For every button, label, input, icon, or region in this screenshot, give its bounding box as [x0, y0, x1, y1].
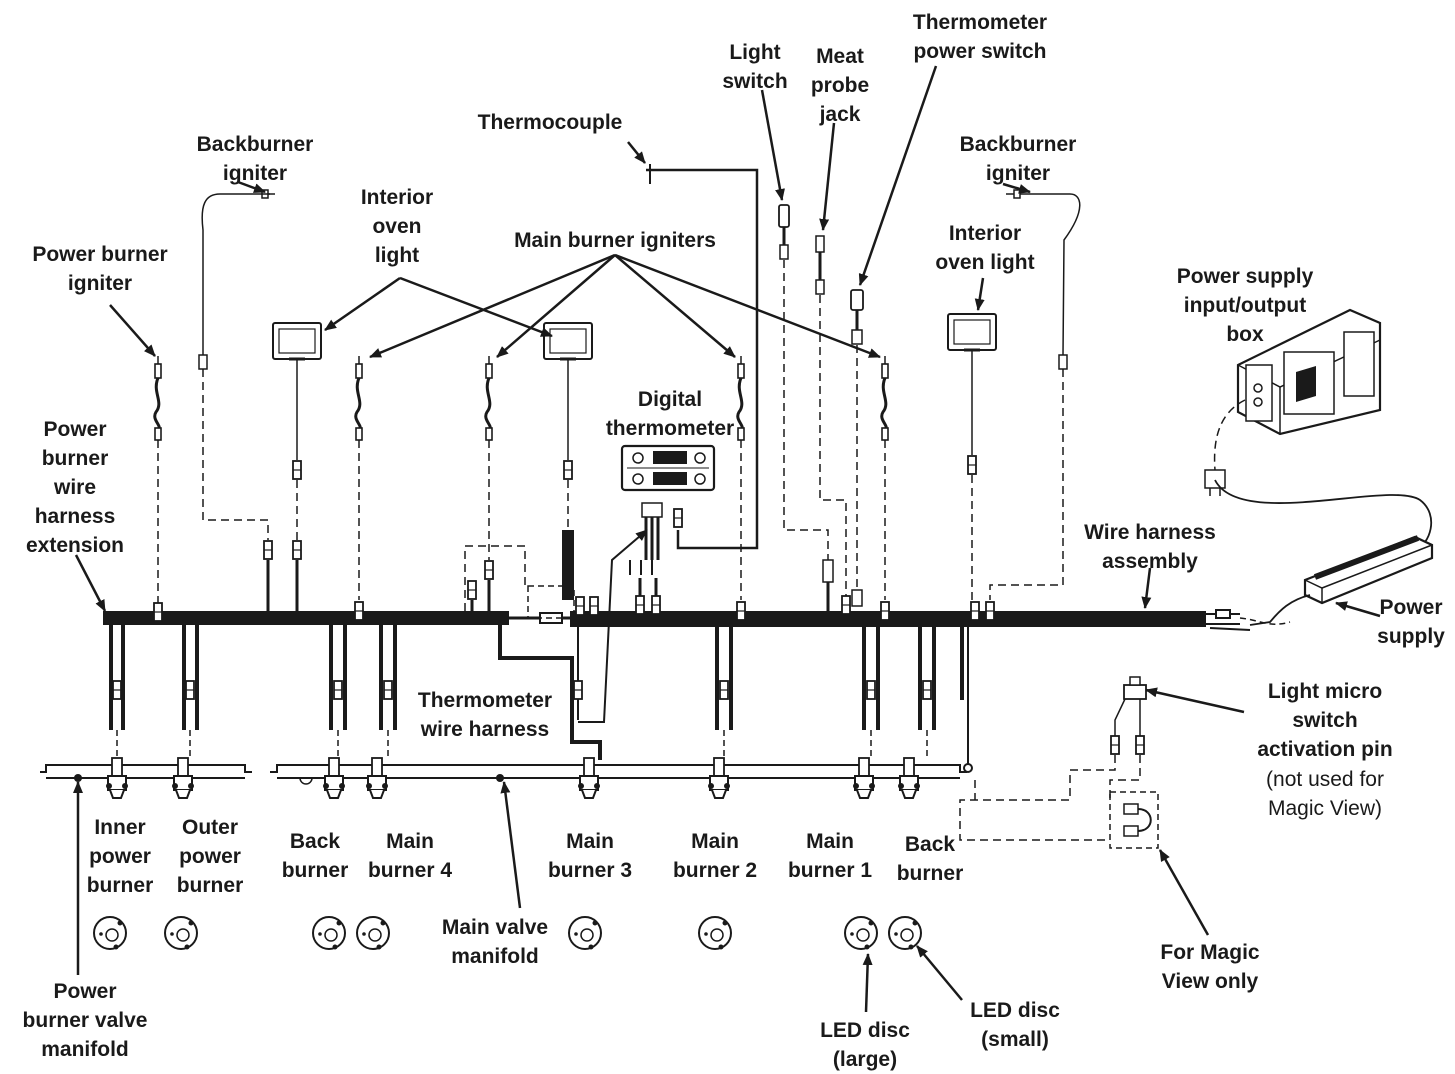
backburner-igniter-left: [201, 193, 270, 355]
thermometer-power-switch: [850, 289, 864, 345]
led-disc: [356, 916, 390, 951]
light-switch: [778, 204, 790, 260]
label-power-supply: Power supply: [1377, 596, 1445, 648]
label-power-supply-input-output-box: Power supply input/output box: [1176, 265, 1314, 346]
label-power-burner-igniter: Power burner igniter: [32, 243, 168, 295]
label-main-burner-1: Main burner 1: [787, 830, 873, 882]
main-valve-manifold: [270, 764, 967, 785]
led-disc: [568, 916, 602, 951]
label-power-burner-valve-manifold: Power burner valve manifold: [22, 980, 148, 1061]
label-thermometer-wire-harness: Thermometer wire harness: [417, 689, 553, 741]
label-wire-harness-assembly: Wire harness assembly: [1084, 521, 1216, 573]
label-back-burner-left: Back burner: [281, 830, 349, 882]
label-outer-power-burner: Outer power burner: [176, 816, 244, 897]
power-supply: [1303, 535, 1434, 605]
interior-oven-light-left: [271, 321, 323, 361]
interior-oven-light-right: [946, 312, 998, 352]
label-main-burner-igniters: Main burner igniters: [514, 229, 716, 252]
main-burner-igniter-3: [484, 354, 494, 442]
label-meat-probe-jack: Meat probe jack: [810, 45, 870, 126]
led-disc: [164, 916, 198, 951]
label-thermocouple: Thermocouple: [477, 111, 623, 134]
label-interior-oven-light-left: Interior oven light: [360, 186, 434, 267]
label-light-micro-switch: Light micro switch activation pin: [1257, 680, 1393, 761]
main-burner-igniter-1: [880, 354, 890, 442]
label-power-burner-wire-harness-extension: Power burner wire harness extension: [25, 418, 125, 557]
interior-oven-light-center: [542, 321, 594, 361]
thermocouple: [646, 168, 759, 550]
label-inner-power-burner: Inner power burner: [86, 816, 154, 897]
meat-probe-jack: [815, 235, 825, 295]
label-main-burner-4: Main burner 4: [367, 830, 453, 882]
label-main-burner-2: Main burner 2: [672, 830, 758, 882]
label-main-burner-3: Main burner 3: [547, 830, 633, 882]
label-led-disc-small: LED disc (small): [970, 999, 1060, 1051]
label-backburner-igniter-right: Backburner igniter: [959, 133, 1077, 185]
power-supply-input-output-box: [1236, 308, 1382, 436]
label-light-switch: Light switch: [722, 41, 788, 93]
digital-thermometer: [620, 444, 716, 492]
backburner-igniter-right: [1020, 193, 1081, 356]
led-disc-large: [844, 916, 878, 951]
magic-view-connector: [1109, 791, 1159, 849]
label-main-valve-manifold: Main valve manifold: [441, 916, 549, 968]
label-digital-thermometer: Digital thermometer: [605, 388, 735, 440]
led-disc-small: [888, 916, 922, 951]
label-backburner-igniter-left: Backburner igniter: [196, 133, 314, 185]
led-disc: [312, 916, 346, 951]
label-light-micro-switch-note: (not used for Magic View): [1266, 768, 1384, 820]
label-interior-oven-light-right: Interior oven light: [935, 222, 1035, 274]
power-burner-igniter: [153, 354, 163, 442]
label-back-burner-right: Back burner: [896, 833, 964, 885]
label-for-magic-view-only: For Magic View only: [1160, 941, 1260, 993]
power-burner-harness-bar: [103, 611, 509, 625]
led-disc: [698, 916, 732, 951]
light-micro-switch-activation-pin: [1114, 676, 1147, 740]
led-disc: [93, 916, 127, 951]
main-burner-igniter-4: [354, 354, 364, 442]
label-led-disc-large: LED disc (large): [820, 1019, 910, 1071]
label-thermometer-power-switch: Thermometer power switch: [912, 11, 1048, 63]
power-burner-valve-manifold: [40, 764, 252, 782]
